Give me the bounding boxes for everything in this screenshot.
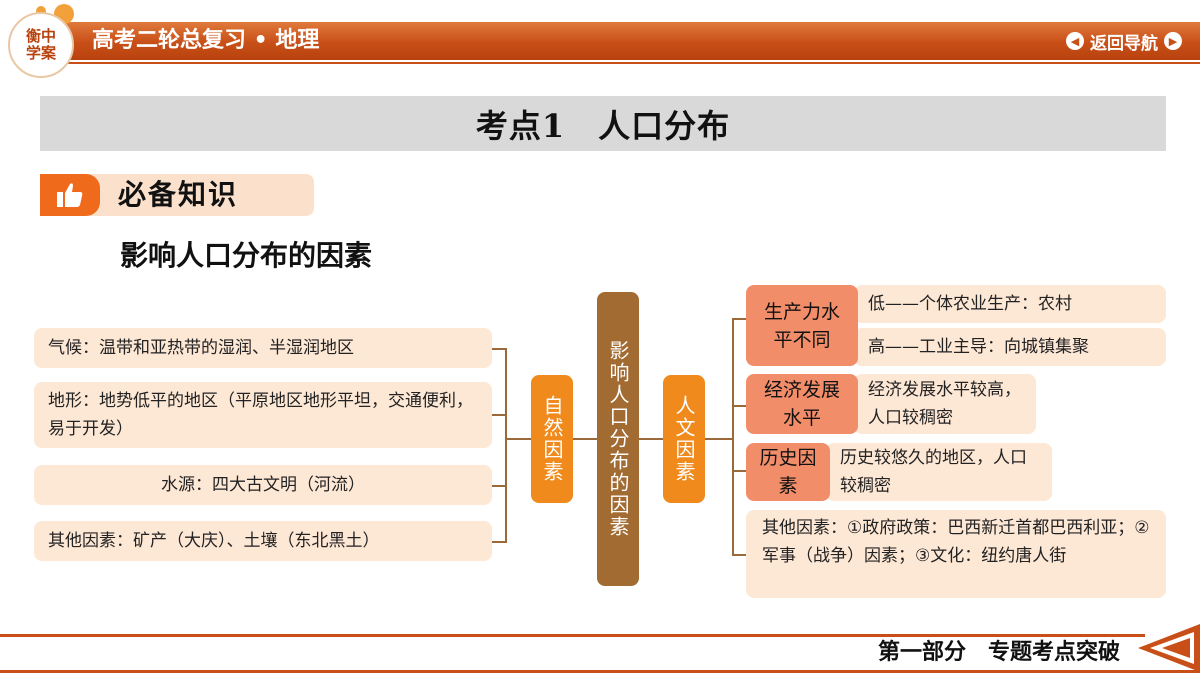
arrow-left-icon[interactable]: ◀: [1066, 32, 1084, 50]
logo-dot-small: [36, 6, 46, 16]
chevron-left-icon: [1138, 624, 1200, 672]
right-item-text: 历史较悠久的地区，人口较稠密: [840, 448, 1027, 496]
left-item-text: 水源：四大古文明（河流）: [161, 475, 365, 495]
right-item-history: 历史较悠久的地区，人口较稠密: [826, 443, 1052, 501]
connector: [732, 318, 748, 320]
human-factors-label: 人文因素: [672, 395, 696, 483]
tag-label: 历史因素: [759, 447, 817, 497]
center-label: 影响人口分布的因素: [606, 340, 630, 538]
connector: [732, 470, 748, 472]
connector: [490, 541, 506, 543]
badge-label: 必备知识: [118, 178, 239, 211]
footer-bottom-line: [0, 670, 1200, 673]
right-item-economy: 经济发展水平较高，人口较稠密: [854, 374, 1036, 434]
connector: [505, 348, 507, 543]
left-item-text: 地形：地势低平的地区（平原地区地形平坦，交通便利，易于开发）: [48, 391, 473, 439]
connector: [705, 438, 733, 440]
connector: [505, 438, 531, 440]
right-item-other: 其他因素：①政府政策：巴西新迁首都巴西利亚；②军事（战争）因素；③文化：纽约唐人…: [746, 510, 1166, 598]
connector: [732, 554, 748, 556]
connector: [573, 438, 599, 440]
section-title-bar: 考点1 人口分布: [40, 96, 1166, 151]
header-bar: [60, 22, 1200, 60]
right-item-text: 低——个体农业生产：农村: [868, 294, 1072, 314]
logo-text-line1: 衡中: [25, 27, 56, 45]
natural-factors-node: 自然因素: [531, 375, 573, 503]
connector: [490, 414, 506, 416]
connector: [639, 438, 665, 440]
connector: [732, 318, 734, 556]
right-item-text: 经济发展水平较高，人口较稠密: [868, 380, 1021, 428]
tag-productivity: 生产力水平不同: [746, 285, 858, 366]
human-factors-node: 人文因素: [663, 375, 705, 503]
right-item-text: 其他因素：①政府政策：巴西新迁首都巴西利亚；②军事（战争）因素；③文化：纽约唐人…: [762, 518, 1150, 566]
logo-text-line2: 学案: [25, 44, 56, 62]
header-title: 高考二轮总复习 • 地理: [92, 28, 320, 53]
center-node: 影响人口分布的因素: [597, 292, 639, 586]
natural-factors-label: 自然因素: [540, 395, 564, 483]
tag-label: 经济发展水平: [763, 379, 840, 429]
tag-history: 历史因素: [746, 443, 830, 501]
right-item-low: 低——个体农业生产：农村: [854, 285, 1166, 323]
footer-line: [0, 634, 1145, 637]
connector: [490, 348, 506, 350]
right-item-high: 高——工业主导：向城镇集聚: [854, 328, 1166, 366]
arrow-right-icon[interactable]: ▶: [1164, 32, 1182, 50]
footer-text: 第一部分 专题考点突破: [877, 640, 1120, 665]
header-underline: [60, 62, 1200, 64]
left-item-terrain: 地形：地势低平的地区（平原地区地形平坦，交通便利，易于开发）: [34, 382, 492, 448]
right-item-text: 高——工业主导：向城镇集聚: [868, 337, 1089, 357]
back-navigation-button[interactable]: ◀ 返回导航 ▶: [1066, 28, 1182, 54]
left-item-other: 其他因素：矿产（大庆）、土壤（东北黑土）: [34, 521, 492, 561]
logo: 衡中 学案: [8, 12, 74, 78]
tag-label: 生产力水平不同: [763, 300, 840, 351]
left-item-text: 其他因素：矿产（大庆）、土壤（东北黑土）: [48, 531, 380, 551]
tag-economy: 经济发展水平: [746, 374, 858, 434]
connector: [732, 405, 748, 407]
thumbs-up-icon: [40, 174, 100, 216]
nav-label[interactable]: 返回导航: [1090, 33, 1158, 54]
left-item-water: 水源：四大古文明（河流）: [34, 465, 492, 505]
left-item-climate: 气候：温带和亚热带的湿润、半湿润地区: [34, 328, 492, 368]
diagram-subtitle: 影响人口分布的因素: [120, 239, 373, 272]
connector: [490, 485, 506, 487]
left-item-text: 气候：温带和亚热带的湿润、半湿润地区: [48, 338, 354, 358]
section-title: 考点1 人口分布: [475, 106, 731, 145]
